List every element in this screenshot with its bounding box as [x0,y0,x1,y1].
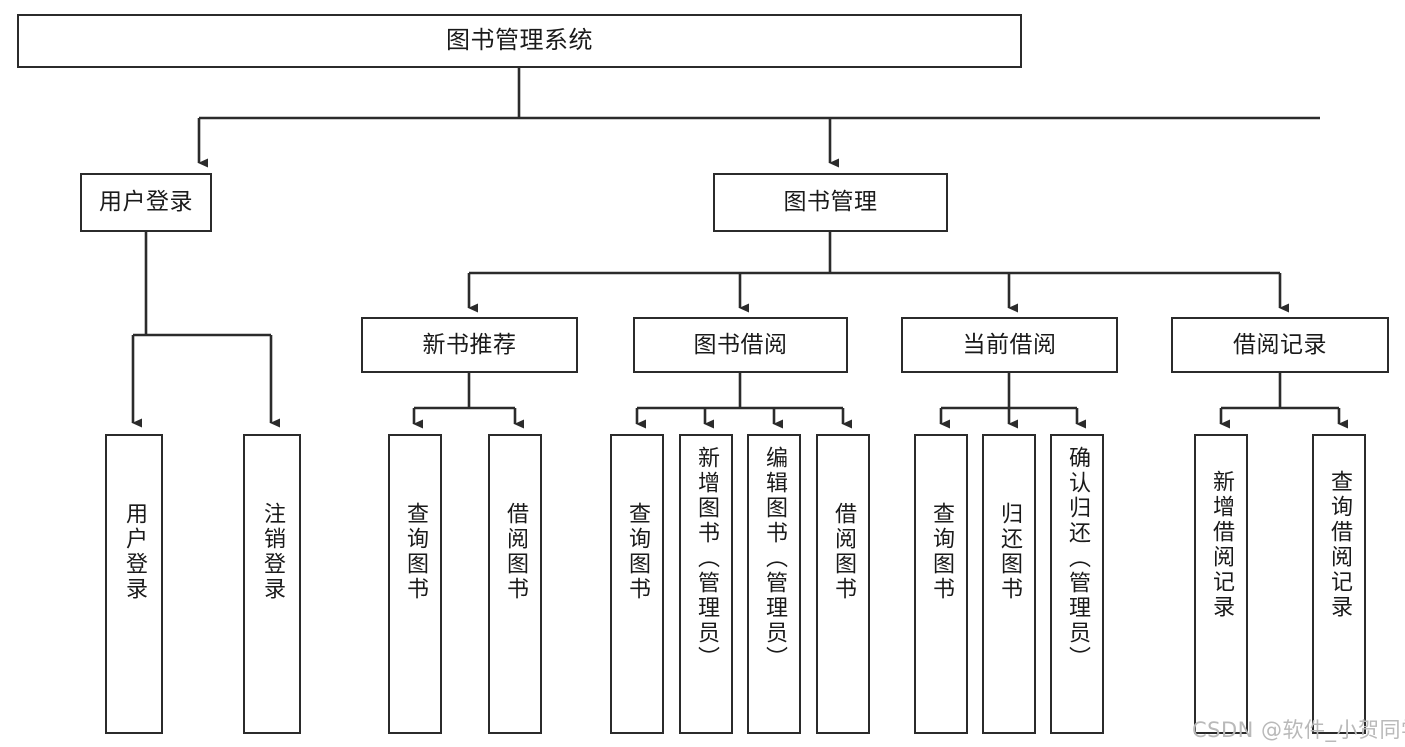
node-label: 查询图书 [929,502,954,602]
node-label: 确认归还（管理员） [1065,446,1090,671]
node-book-management[interactable]: 图书管理 [713,173,948,232]
node-leaf-user-login[interactable]: 用户登录 [105,434,163,734]
node-leaf-add-borrow-record[interactable]: 新增借阅记录 [1194,434,1248,734]
node-label: 用户登录 [122,502,147,602]
node-label: 图书借阅 [693,331,788,358]
node-label: 图书管理 [783,189,878,216]
node-leaf-query-book-current[interactable]: 查询图书 [914,434,968,734]
node-label: 新增图书（管理员） [694,446,719,671]
node-label: 编辑图书（管理员） [762,446,787,671]
node-leaf-logout-login[interactable]: 注销登录 [243,434,301,734]
node-leaf-query-book-recommend[interactable]: 查询图书 [388,434,442,734]
node-label: 借阅记录 [1233,331,1327,358]
node-label: 注销登录 [260,502,285,602]
node-label: 图书管理系统 [446,26,593,55]
node-current-borrow[interactable]: 当前借阅 [901,317,1118,373]
node-label: 归还图书 [997,502,1022,602]
node-label: 当前借阅 [962,331,1057,358]
node-leaf-edit-book-admin[interactable]: 编辑图书（管理员） [747,434,801,734]
node-book-borrow[interactable]: 图书借阅 [633,317,848,373]
node-leaf-return-book[interactable]: 归还图书 [982,434,1036,734]
node-leaf-borrow-book-borrow[interactable]: 借阅图书 [816,434,870,734]
node-new-book-recommend[interactable]: 新书推荐 [361,317,578,373]
node-label: 查询借阅记录 [1327,470,1352,620]
node-label: 借阅图书 [831,502,856,602]
node-user-login[interactable]: 用户登录 [80,173,212,232]
node-leaf-add-book-admin[interactable]: 新增图书（管理员） [679,434,733,734]
node-label: 新书推荐 [422,331,517,358]
node-label: 用户登录 [99,189,193,216]
node-leaf-query-book-borrow[interactable]: 查询图书 [610,434,664,734]
node-label: 查询图书 [403,502,428,602]
node-label: 借阅图书 [503,502,528,602]
node-root-book-management-system[interactable]: 图书管理系统 [17,14,1022,68]
node-leaf-confirm-return-admin[interactable]: 确认归还（管理员） [1050,434,1104,734]
node-label: 查询图书 [625,502,650,602]
node-leaf-borrow-book-recommend[interactable]: 借阅图书 [488,434,542,734]
node-label: 新增借阅记录 [1209,470,1234,620]
node-leaf-query-borrow-record[interactable]: 查询借阅记录 [1312,434,1366,734]
node-borrow-record[interactable]: 借阅记录 [1171,317,1389,373]
